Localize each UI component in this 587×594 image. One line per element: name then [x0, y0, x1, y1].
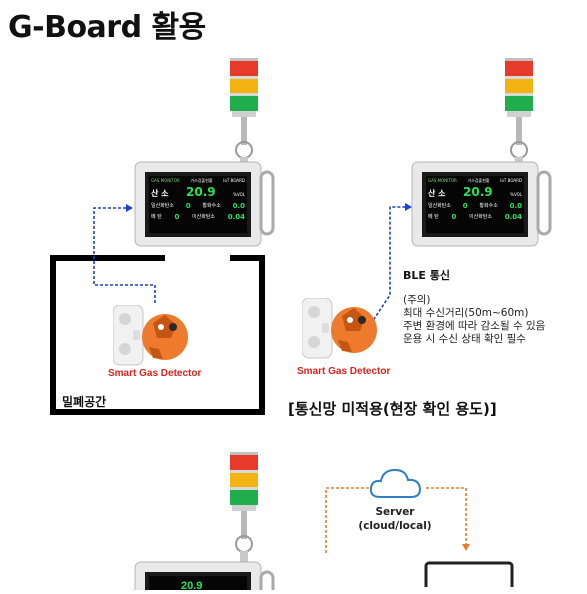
- page-title: G-Board 활용: [8, 10, 206, 45]
- ble-signal-arrow: [367, 203, 412, 329]
- no2-label: 이산화탄소: [469, 214, 493, 220]
- usage-caption: [통신망 미적용(현장 확인 용도)]: [288, 400, 497, 418]
- co-value: 0: [185, 202, 191, 210]
- smart-gas-detector: [113, 305, 189, 366]
- detector-label: Smart Gas Detector: [297, 366, 391, 377]
- ble-comm-label: BLE 통신: [403, 269, 450, 282]
- h2s-value: 0.0: [232, 202, 245, 210]
- signal-tower: [230, 452, 259, 566]
- no2-label: 이산화탄소: [192, 214, 216, 220]
- svg-text:20.9: 20.9: [181, 580, 202, 590]
- screen-header-left: GAS MONITOR: [151, 178, 180, 183]
- screen-header-mid: 가스검출현황: [467, 178, 490, 183]
- screen-header-left: GAS MONITOR: [428, 178, 457, 183]
- detector-label: Smart Gas Detector: [108, 368, 202, 379]
- closed-space-wall: [50, 255, 265, 415]
- caution-line: (주의): [403, 294, 431, 306]
- ble-signal-arrow: [93, 204, 156, 303]
- caution-line: 최대 수신거리(50m~60m): [403, 307, 529, 319]
- cloud-icon: [369, 468, 422, 498]
- o2-label: 산 소: [428, 189, 446, 198]
- lel-label: 메 탄: [428, 214, 439, 220]
- no2-value: 0.04: [227, 213, 245, 221]
- lel-label: 메 탄: [151, 214, 162, 220]
- g-board-device: GAS MONITOR 가스검출현황 IoT BOARD 산 소 20.9 %V…: [133, 160, 276, 248]
- board-screen: GAS MONITOR 가스검출현황 IoT BOARD 산 소 20.9 %V…: [428, 178, 522, 231]
- screen-header-mid: 가스검출현황: [190, 178, 213, 183]
- h2s-label: 황화수소: [202, 203, 221, 209]
- o2-value: 20.9: [463, 185, 493, 199]
- server-title: Server: [375, 506, 415, 518]
- h2s-value: 0.0: [509, 202, 522, 210]
- lel-value: 0: [174, 213, 180, 221]
- caution-note: (주의) 최대 수신거리(50m~60m) 주변 환경에 따라 감소될 수 있음…: [403, 294, 585, 346]
- co-label: 일산화탄소: [428, 203, 452, 209]
- smart-gas-detector: [302, 298, 378, 359]
- o2-value: 20.9: [186, 185, 216, 199]
- caution-line: 주변 환경에 따라 감소될 수 있음: [403, 320, 546, 332]
- screen-header-right: IoT BOARD: [223, 178, 245, 183]
- closed-space-label: 밀폐공간: [62, 395, 107, 409]
- o2-unit: %VOL: [510, 192, 522, 197]
- co-value: 0: [462, 202, 468, 210]
- o2-unit: %VOL: [233, 192, 245, 197]
- screen-header-right: IoT BOARD: [500, 178, 522, 183]
- server-label: Server (cloud/local): [355, 505, 435, 533]
- board-screen: GAS MONITOR 가스검출현황 IoT BOARD 산 소 20.9 %V…: [151, 178, 245, 231]
- co-label: 일산화탄소: [151, 203, 175, 209]
- o2-label: 산 소: [151, 189, 169, 198]
- g-board-device: 20.9: [133, 560, 276, 594]
- g-board-device: GAS MONITOR 가스검출현황 IoT BOARD 산 소 20.9 %V…: [410, 160, 553, 248]
- caution-line: 운용 시 수신 상태 확인 필수: [403, 333, 526, 345]
- server-subtitle: (cloud/local): [358, 520, 432, 532]
- no2-value: 0.04: [504, 213, 522, 221]
- h2s-label: 황화수소: [479, 203, 498, 209]
- signal-tower: [505, 58, 534, 172]
- signal-tower: [230, 58, 259, 172]
- monitor-icon: [424, 561, 514, 587]
- lel-value: 0: [451, 213, 457, 221]
